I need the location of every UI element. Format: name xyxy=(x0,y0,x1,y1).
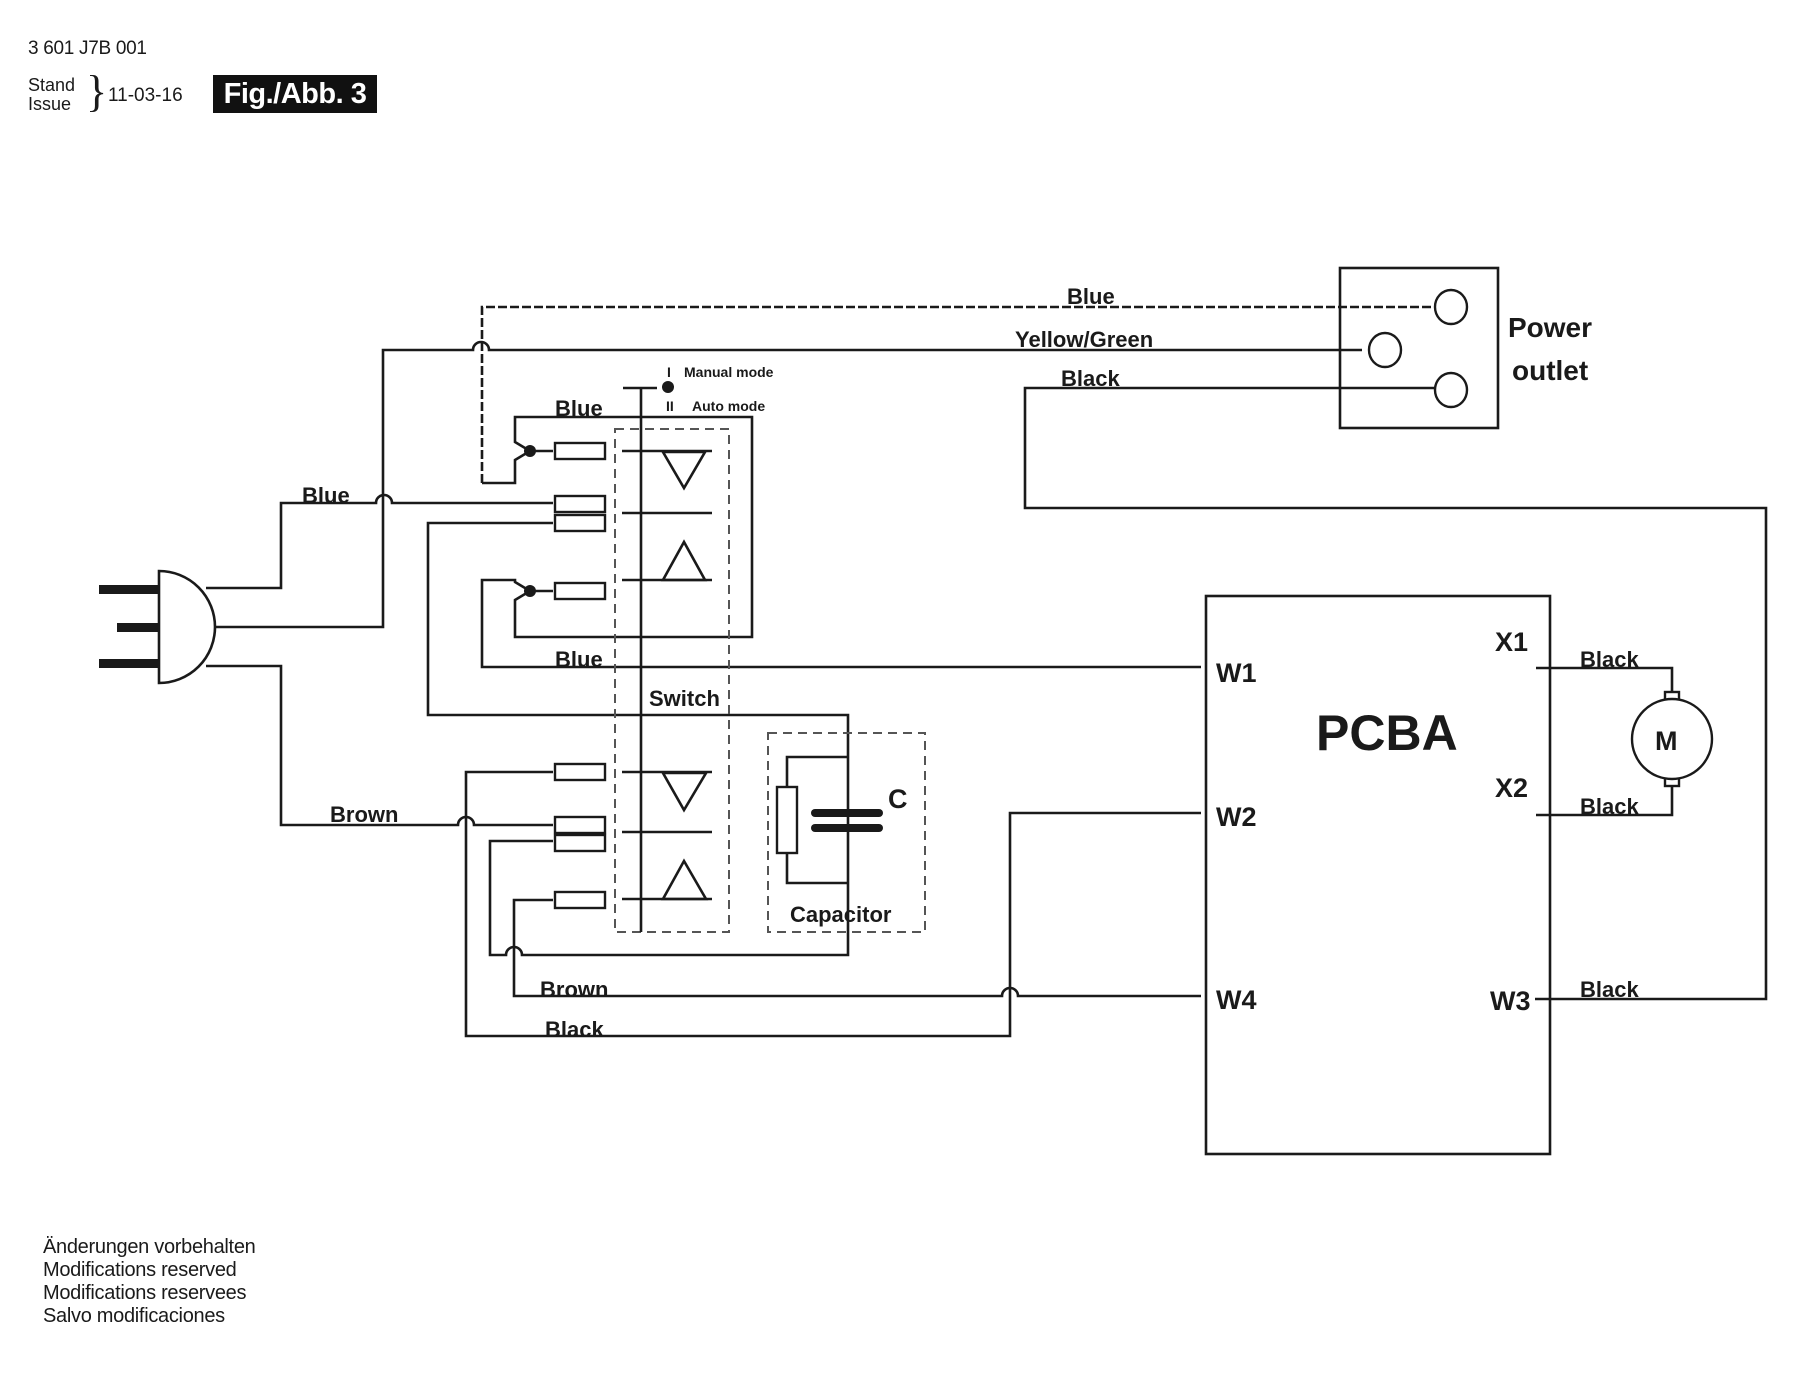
stand-issue-labels: Stand Issue xyxy=(28,76,75,114)
pin-w3: W3 xyxy=(1490,986,1531,1016)
junction-dot xyxy=(524,445,536,457)
wire-outlet-blue xyxy=(480,305,1436,483)
wire-label-w3-black: Black xyxy=(1580,977,1639,1002)
wire-plug-brown xyxy=(206,664,553,827)
wire-label-switch-blue: Blue xyxy=(555,396,603,421)
issue-label: Issue xyxy=(28,94,72,114)
plug-prong-top xyxy=(99,585,159,594)
plug-body xyxy=(157,569,217,685)
wire-label-outlet-black: Black xyxy=(1061,366,1120,391)
wire-x1-black xyxy=(1536,666,1674,692)
figure-label: Fig./Abb. 3 xyxy=(213,75,377,113)
wire-label-yellow-green: Yellow/Green xyxy=(1015,327,1153,352)
wire-label-x1-black: Black xyxy=(1580,647,1639,672)
wire-label-outlet-blue: Blue xyxy=(1067,284,1115,309)
plug-icon xyxy=(99,569,217,685)
switch-terminal xyxy=(553,762,607,782)
switch-terminal xyxy=(553,815,607,835)
wire-label-plug-brown: Brown xyxy=(330,802,398,827)
notice-line-de: Änderungen vorbehalten xyxy=(43,1236,256,1258)
issue-date: 11-03-16 xyxy=(108,85,183,106)
wire-capacitor-loop xyxy=(426,521,850,957)
junction-dot xyxy=(524,585,536,597)
brace-symbol: } xyxy=(86,67,108,116)
pin-x2: X2 xyxy=(1495,773,1528,803)
motor-label: M xyxy=(1655,726,1678,756)
switch-label: Switch xyxy=(649,686,720,711)
switch-actuator xyxy=(623,386,657,932)
plug-prong-bottom xyxy=(99,659,159,668)
contact-triangle-up xyxy=(660,858,709,901)
pin-w1: W1 xyxy=(1216,658,1257,688)
pin-w4: W4 xyxy=(1216,985,1257,1015)
stand-label: Stand xyxy=(28,75,76,95)
capacitor-box xyxy=(767,732,926,933)
notice-line-es: Salvo modificaciones xyxy=(43,1305,225,1327)
capacitor-label: Capacitor xyxy=(790,902,892,927)
pin-x1: X1 xyxy=(1495,627,1528,657)
wire-switch-loop-blue xyxy=(480,415,1201,669)
capacitor-plate xyxy=(811,824,883,832)
switch-terminal xyxy=(553,513,607,533)
wire-label-w1-blue: Blue xyxy=(555,647,603,672)
wire-label-w4-brown: Brown xyxy=(540,977,608,1002)
wire-x2-black xyxy=(1536,785,1674,817)
mode-selector-dot xyxy=(662,381,674,393)
wire-plug-blue xyxy=(206,493,553,590)
plug-prong-middle xyxy=(117,623,159,632)
resistor-leads xyxy=(785,755,848,885)
wire-yellow-green xyxy=(215,340,1362,629)
motor-body xyxy=(1630,697,1714,781)
notice-line-en: Modifications reserved xyxy=(43,1259,237,1281)
manual-mode-label: Manual mode xyxy=(684,364,774,380)
contact-triangle-down xyxy=(660,771,709,813)
outlet-socket-earth xyxy=(1367,331,1403,369)
capacitor-plate xyxy=(811,809,883,817)
motor-icon xyxy=(1630,690,1714,788)
pcba-label: PCBA xyxy=(1316,705,1458,761)
resistor-icon xyxy=(775,785,799,855)
switch-terminal xyxy=(553,581,607,601)
power-outlet-box xyxy=(1338,266,1500,430)
wire-w2-black xyxy=(464,770,1201,1038)
contact-triangle-up xyxy=(660,539,708,582)
outlet-label-line2: outlet xyxy=(1512,355,1588,386)
pcba-box xyxy=(1204,594,1552,1156)
auto-mode-label: Auto mode xyxy=(692,398,765,414)
modifications-notice: Änderungen vorbehalten Modifications res… xyxy=(43,1236,256,1328)
wire-label-x2-black: Black xyxy=(1580,794,1639,819)
switch-terminal xyxy=(553,441,607,461)
capacitor-symbol: C xyxy=(888,784,908,814)
outlet-socket-blue xyxy=(1433,288,1469,326)
outlet-socket-black xyxy=(1433,371,1469,409)
switch-terminal xyxy=(553,494,607,514)
wire-w4-brown xyxy=(512,898,1201,998)
auto-mode-marker: II xyxy=(666,398,674,414)
switch-terminal xyxy=(553,890,607,910)
switch-terminal xyxy=(553,833,607,853)
wire-outlet-black xyxy=(1023,386,1768,1001)
wire-label-plug-blue: Blue xyxy=(302,483,350,508)
wire-label-w2-black: Black xyxy=(545,1017,604,1042)
switch-box xyxy=(614,428,730,933)
notice-line-fr: Modifications reservees xyxy=(43,1282,247,1304)
pin-w2: W2 xyxy=(1216,802,1257,832)
contact-triangle-down xyxy=(660,450,708,491)
manual-mode-marker: I xyxy=(667,364,671,380)
part-number: 3 601 J7B 001 xyxy=(28,38,147,59)
outlet-label-line1: Power xyxy=(1508,312,1592,343)
